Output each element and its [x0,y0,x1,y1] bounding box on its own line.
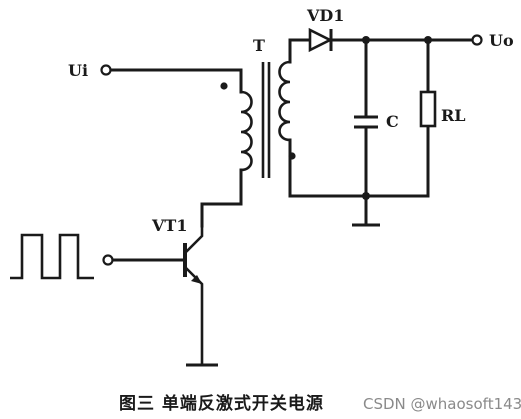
base-terminal [102,254,114,266]
secondary-bottom-wire [288,124,430,198]
figure-caption: 图三 单端反激式开关电源 [119,393,324,414]
primary-dot [220,82,228,90]
secondary-top-wire [288,38,312,64]
diode-vd1-body [308,27,333,53]
input-wire [109,68,243,94]
output-terminal [471,34,483,46]
secondary-winding [278,60,291,142]
transformer-label: T [253,36,265,55]
primary-winding [240,90,253,172]
primary-lower-wire [200,168,243,228]
input-terminal [100,64,112,76]
watermark: CSDN @whaosoft143 [363,395,521,413]
input-label: Ui [68,61,88,80]
resistor-rl-body [419,90,437,128]
transistor-collector [185,226,204,253]
transistor-label: VT1 [151,216,187,235]
transistor-emitter-arrow [191,275,202,284]
square-wave-drive [10,233,94,280]
output-label: Uo [489,31,514,50]
node-ground-secondary [362,192,370,200]
capacitor-label: C [386,112,399,131]
resistor-label: RL [441,106,466,125]
diode-label: VD1 [306,6,344,25]
